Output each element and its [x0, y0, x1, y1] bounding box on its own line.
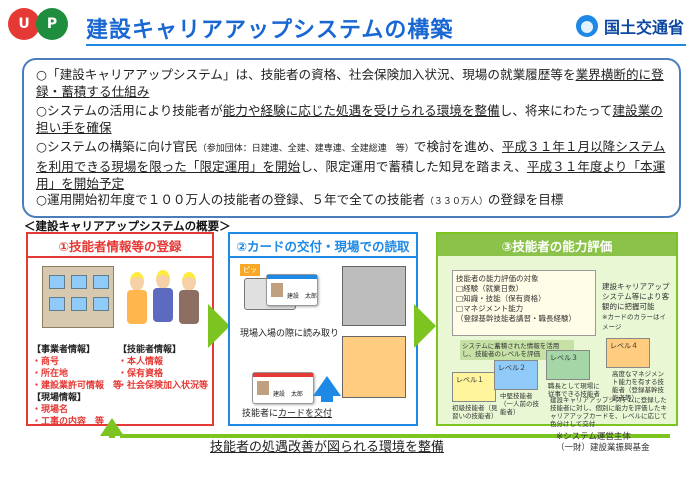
house-construction-icon — [342, 336, 406, 398]
footnote-line: （一財）建設業振興基金 — [556, 443, 650, 453]
construction-building-icon — [342, 266, 406, 326]
footnote: ※システム運営主体 （一財）建設業振興基金 — [556, 432, 650, 454]
card-name: 建設 太郎 — [287, 293, 318, 300]
worker-info-head: 【技能者情報】 — [118, 345, 182, 355]
summary-box: ○「建設キャリアアップシステム」は、技能者の資格、社会保険加入状況、現場の就業履… — [22, 58, 681, 218]
link-note: システムに蓄積された情報を活用し、技能者のレベルを評価 — [460, 340, 574, 360]
business-item: ・建設業許可情報 等 — [32, 381, 123, 391]
worker-item: ・本人情報 — [118, 357, 164, 367]
bullet-text: の登録を目標 — [487, 192, 564, 207]
bullet-underline: 能力や経験に応じた処遇を受けられる環境を整備 — [222, 103, 500, 118]
up-logo: U P — [8, 8, 72, 44]
level-2-desc: 中堅技能者（一人前の技能者） — [500, 392, 539, 416]
panel-registration: ①技能者情報等の登録 【事業者情報】 ・商号 ・所在地 ・建設業許可情報 等 【… — [26, 232, 214, 428]
skill-card-icon: 建設 太郎 — [252, 372, 314, 404]
arrow-up-stem — [321, 394, 333, 402]
read-caption: 現場入場の際に読み取り — [240, 329, 340, 339]
panel-registration-title: ①技能者情報等の登録 — [28, 234, 212, 258]
overview-label: ＜建設キャリアアップシステムの概要＞ — [24, 219, 231, 233]
return-arrow-line — [120, 434, 670, 438]
evaluation-item: □マネジメント能力 — [456, 304, 524, 313]
level-label: レベル３ — [550, 354, 578, 362]
level-3-desc: 職長として現場に従事できる技能者 — [548, 382, 600, 398]
ministry-name: 国土交通省 — [603, 18, 684, 37]
logo-u-icon: U — [8, 8, 40, 40]
evaluation-item: □知識・技能（保有資格） — [456, 294, 546, 303]
worker-icon — [178, 272, 200, 324]
summary-bullet-3: ○システムの構築に向け官民（参加団体：日建連、全建、建専連、全建総連 等）で検討… — [36, 138, 672, 192]
level-4-desc: 高度なマネジメント能力を有する技能者（登録基幹技能者等） — [612, 370, 664, 402]
evaluation-head: 技能者の能力評価の対象 — [456, 274, 539, 283]
bullet-small: （参加団体：日建連、全建、建専連、全建総連 等） — [197, 144, 414, 154]
evaluation-criteria-box: 技能者の能力評価の対象 □経験（就業日数） □知識・技能（保有資格） □マネジメ… — [452, 270, 596, 336]
evaluation-item: （登録基幹技能者講習・職長経験） — [456, 314, 576, 323]
business-item: ・商号 — [32, 357, 60, 367]
bullet-text: ○システムの活用により技能者が — [36, 103, 223, 118]
page-title: 建設キャリアアップシステムの構築 — [86, 18, 454, 43]
panel-card-reading: ②カードの交付・現場での読取 ピッ 建設 太郎 現場入場の際に読み取り 建設 太… — [228, 232, 418, 426]
summary-bullet-2: ○システムの活用により技能者が能力や経験に応じた処遇を受けられる環境を整備し、将… — [36, 102, 672, 136]
site-item: ・現場名 — [32, 405, 69, 415]
card-color-note: ※カードのカラーはイメージ — [602, 313, 666, 331]
level-4-card: レベル４ — [606, 338, 650, 368]
level-1-desc: 初級技能者（見習いの技能者） — [452, 404, 498, 420]
logo-p-icon: P — [36, 8, 68, 40]
business-item: ・所在地 — [32, 369, 69, 379]
arrow-right-icon — [208, 304, 230, 348]
bottom-note: 建設キャリアアップシステムに登録した技能者に対し、個別に能力を評価したキャリアア… — [550, 396, 667, 428]
panel-skill-evaluation: ③技能者の能力評価 技能者の能力評価の対象 □経験（就業日数） □知識・技能（保… — [436, 232, 678, 428]
bullet-text: し、限定運用で蓄積した知見を踏まえ、 — [300, 159, 527, 174]
return-arrow-icon — [100, 418, 124, 436]
skill-card-icon: 建設 太郎 — [266, 274, 318, 306]
business-info-head: 【事業者情報】 — [32, 345, 96, 355]
footnote-line: ※システム運営主体 — [556, 432, 631, 442]
bullet-underline: 建設業の担い手を確保 — [36, 103, 663, 135]
bullet-underline: 平成３１年度より「本運用」を開始予定 — [36, 159, 666, 191]
issue-caption-text: 技能者に — [242, 409, 279, 419]
summary-bullet-4: ○運用開始初年度で１００万人の技能者の登録、５年で全ての技能者（３３０万人）の登… — [36, 191, 672, 211]
issue-caption-underline: カードを交付 — [278, 409, 333, 419]
level-1-card: レベル１ — [452, 372, 496, 402]
panel-skill-evaluation-title: ③技能者の能力評価 — [438, 234, 676, 256]
panel-card-reading-title: ②カードの交付・現場での読取 — [230, 234, 416, 258]
level-label: レベル４ — [610, 342, 638, 350]
return-arrow-stem — [109, 434, 115, 438]
bullet-text: ○システムの構築に向け官民 — [36, 139, 198, 154]
bullet-text: ○運用開始初年度で１００万人の技能者の登録、５年で全ての技能者 — [36, 192, 425, 207]
touch-tag: ピッ — [240, 264, 260, 276]
worker-info: 【技能者情報】 ・本人情報 ・保有資格 ・社会保険加入状況等 — [118, 344, 208, 392]
evaluation-item: □経験（就業日数） — [456, 284, 524, 293]
worker-icon — [152, 270, 174, 322]
business-info: 【事業者情報】 ・商号 ・所在地 ・建設業許可情報 等 【現場情報】 ・現場名 … — [32, 344, 122, 428]
bullet-underline: 業界横断的に登録・蓄積する仕組み — [36, 67, 664, 99]
site-item: ・工事の内容 等 — [32, 417, 105, 427]
level-label: レベル２ — [498, 364, 526, 372]
return-text: 技能者の処遇改善が図られる環境を整備 — [210, 440, 445, 455]
ministry-logo-icon — [575, 15, 598, 37]
card-name: 建設 太郎 — [273, 391, 304, 398]
bullet-text: し、将来にわたって — [499, 103, 613, 118]
bullet-text: で検討を進め、 — [413, 139, 502, 154]
worker-item: ・社会保険加入状況等 — [118, 381, 209, 391]
level-3-card: レベル３ — [546, 350, 590, 380]
summary-bullet-1: ○「建設キャリアアップシステム」は、技能者の資格、社会保険加入状況、現場の就業履… — [36, 66, 672, 100]
ministry-badge: 国土交通省 — [575, 14, 684, 38]
bullet-text: ○「建設キャリアアップシステム」は、技能者の資格、社会保険加入状況、現場の就業履… — [36, 67, 576, 82]
side-note: 建設キャリアアップシステム等により客観的に把握可能 — [602, 282, 670, 311]
level-2-card: レベル２ — [494, 360, 538, 390]
title-underline — [86, 44, 686, 46]
arrow-right-icon — [414, 304, 436, 348]
office-building-icon — [42, 266, 114, 328]
arrow-up-icon — [313, 376, 341, 396]
worker-item: ・保有資格 — [118, 369, 164, 379]
worker-icon — [126, 272, 148, 324]
bullet-underline: 平成３１年１月以降システムを利用できる現場を限った「限定運用」を開始 — [36, 139, 666, 174]
bullet-small: （３３０万人） — [424, 197, 488, 207]
level-label: レベル１ — [456, 376, 484, 384]
site-info-head: 【現場情報】 — [32, 393, 87, 403]
issue-caption: 技能者にカードを交付 — [242, 406, 332, 419]
